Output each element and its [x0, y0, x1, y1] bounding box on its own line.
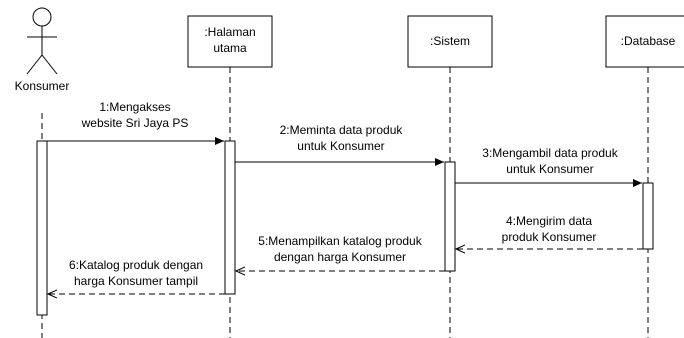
- message-5-label-line1: 5:Menampilkan katalog produk: [258, 234, 422, 248]
- message-4-label-line1: 4:Mengirim data: [506, 214, 592, 228]
- participant-halaman-utama: [187, 15, 273, 68]
- message-3-label-line2: untuk Konsumer: [506, 162, 593, 176]
- actor-head: [32, 7, 52, 27]
- message-2-label-line2: untuk Konsumer: [297, 139, 384, 153]
- message-6-label-line2: harga Konsumer tampil: [74, 274, 198, 288]
- message-1-label-line2: website Sri Jaya PS: [81, 116, 189, 130]
- participant-database-label: :Database: [621, 34, 676, 48]
- message-4-label-line2: produk Konsumer: [502, 230, 597, 244]
- actor-leg-right: [41, 54, 58, 75]
- participant-halaman-line2: utama: [213, 41, 247, 55]
- message-6-label-line1: 6:Katalog produk dengan: [69, 258, 203, 272]
- message-5-label-line2: dengan harga Konsumer: [274, 250, 406, 264]
- activation-database: [642, 182, 654, 250]
- activation-sistem: [444, 161, 456, 272]
- participant-sistem: [407, 15, 493, 68]
- actor-label: Konsumer: [15, 79, 70, 93]
- message-1-label-line1: 1:Mengakses: [99, 100, 170, 114]
- activation-konsumer: [36, 140, 48, 316]
- participant-sistem-label: :Sistem: [430, 34, 470, 48]
- message-3-label-line1: 3:Mengambil data produk: [482, 146, 618, 160]
- actor-leg-left: [26, 54, 43, 75]
- message-2-label-line1: 2:Meminta data produk: [280, 123, 404, 137]
- participant-database: [605, 15, 684, 68]
- participant-halaman-line1: :Halaman: [204, 25, 255, 39]
- activation-halaman-utama: [224, 140, 236, 295]
- actor-konsumer: Konsumer: [15, 7, 70, 93]
